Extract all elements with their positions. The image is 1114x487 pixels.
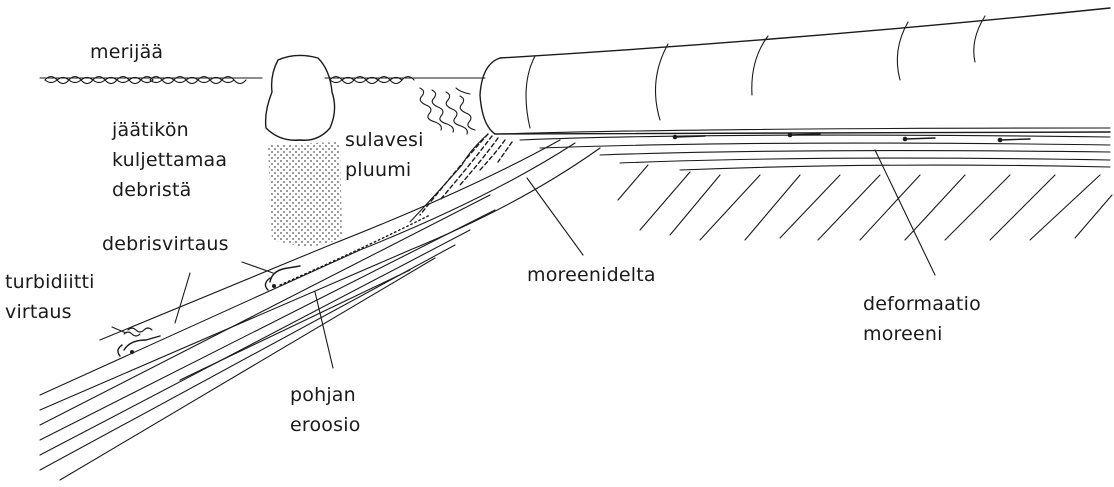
label-ice-rafted-debris-line1: jäätikön (112, 118, 189, 143)
label-turbidite-flow-line1: turbidiitti (5, 270, 95, 295)
label-meltwater-plume-line1: sulavesi (345, 128, 424, 153)
meltwater-squiggles (420, 88, 475, 134)
label-basal-erosion-line2: eroosio (290, 413, 361, 438)
label-basal-erosion-line1: pohjan (290, 383, 356, 408)
label-deformation-till-line1: deformaatio (863, 292, 981, 317)
label-turbidite-flow-line2: virtaus (5, 300, 72, 325)
leader-lines (112, 150, 935, 368)
till-shear-arrows (673, 133, 1030, 143)
debris-rain-column (268, 142, 342, 246)
label-deformation-till-line2: moreeni (863, 322, 943, 347)
iceberg (266, 55, 335, 140)
label-sea-ice: merijää (90, 40, 163, 65)
label-meltwater-plume-line2: pluumi (345, 158, 411, 183)
label-ice-rafted-debris-line2: kuljettamaa (112, 148, 227, 173)
label-debris-flow: debrisvirtaus (102, 232, 229, 257)
label-till-delta: moreenidelta (527, 263, 656, 288)
bedrock-hatching (618, 165, 1112, 240)
glacier (480, 8, 1110, 134)
till-delta-foresets (410, 134, 512, 222)
label-ice-rafted-debris-line3: debristä (112, 178, 192, 203)
